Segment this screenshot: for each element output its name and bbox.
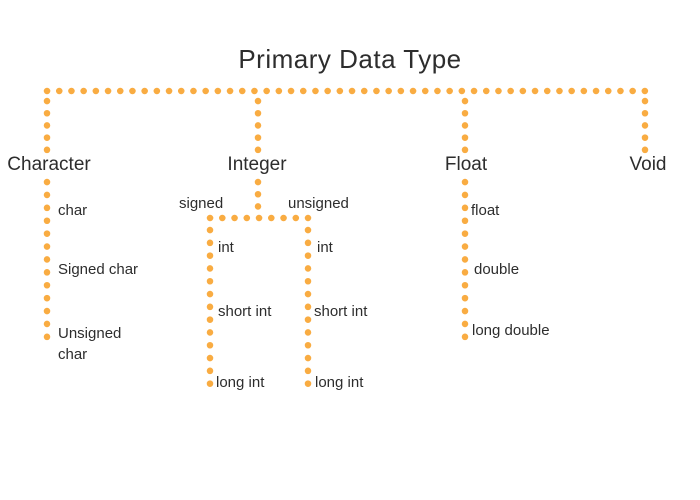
leaf-signed-long-int: long int [216, 374, 265, 391]
leaf-unsigned-int: int [317, 239, 333, 256]
leaf-char: char [58, 202, 88, 219]
node-integer: Integer [227, 154, 287, 175]
leaf-unsigned-long-int: long int [315, 374, 364, 391]
leaf-double: double [474, 261, 520, 278]
node-signed: signed [179, 195, 224, 212]
leaf-signed-short-int: short int [218, 303, 272, 320]
leaf-unsigned-short-int: short int [314, 303, 368, 320]
node-unsigned: unsigned [288, 195, 349, 212]
node-void: Void [629, 154, 667, 175]
diagram-title: Primary Data Type [238, 44, 462, 74]
leaf-signed-char: Signed char [58, 261, 139, 278]
node-character: Character [7, 154, 91, 175]
leaf-signed-int: int [218, 239, 234, 256]
node-float: Float [444, 154, 488, 175]
leaf-float: float [471, 202, 500, 219]
leaf-unsigned-char: Unsigned char [58, 325, 122, 363]
leaf-long-double: long double [472, 322, 550, 339]
